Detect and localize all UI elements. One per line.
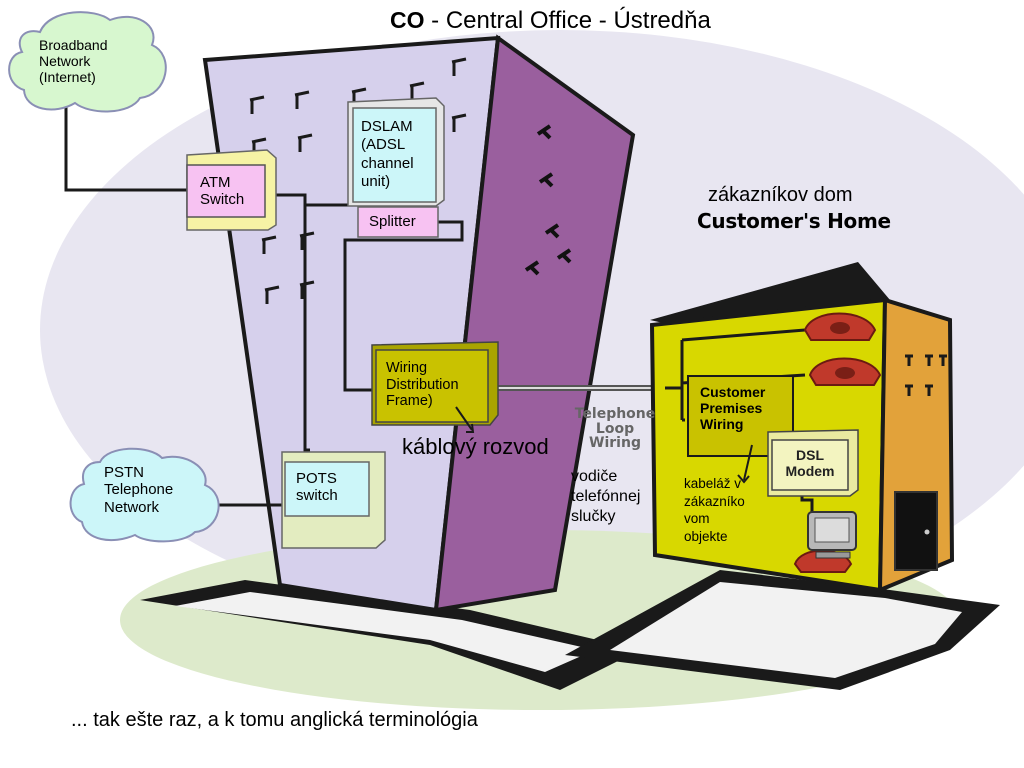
customers-home-en-label: Customer's Home bbox=[697, 209, 891, 233]
telephone-icon bbox=[808, 357, 882, 386]
conductors-line-2: telefónnej bbox=[571, 488, 641, 505]
wiring-frame-line-2: Distribution bbox=[386, 376, 459, 393]
dslam-line-2: (ADSL bbox=[361, 136, 406, 154]
modem-line-2: Modem bbox=[785, 463, 835, 480]
modem-line-1: DSL bbox=[796, 447, 824, 463]
broadband-line-3: (Internet) bbox=[39, 69, 96, 86]
pstn-line-3: Network bbox=[104, 498, 160, 516]
pstn-line-1: PSTN bbox=[104, 464, 145, 481]
broadband-line-2: Network bbox=[39, 53, 91, 70]
conductors-line-1: vodiče bbox=[571, 468, 618, 485]
dslam-label: DSLAM (ADSL channel unit) bbox=[361, 118, 414, 191]
cloud-icon bbox=[8, 11, 167, 113]
cable-arrow-head bbox=[466, 423, 475, 433]
caption: ... tak ešte raz, a k tomu anglická term… bbox=[71, 709, 478, 731]
computer-icon bbox=[807, 511, 857, 559]
pots-box bbox=[284, 461, 370, 517]
pots-line-1: POTS bbox=[296, 470, 337, 487]
wiring-frame-line-3: Frame) bbox=[386, 393, 433, 410]
cpw-arrow bbox=[743, 444, 753, 481]
atm-line-1: ATM bbox=[200, 174, 231, 191]
pots-switch-label: POTS switch bbox=[296, 470, 338, 505]
loop-line-3: Wiring bbox=[589, 435, 641, 452]
loop-line-1: Telephone bbox=[574, 406, 656, 422]
cable-distribution-label: káblový rozvod bbox=[402, 434, 549, 459]
atm-box bbox=[186, 164, 266, 218]
wiring-frame-label: Wiring Distribution Frame) bbox=[386, 360, 459, 410]
cabling-line-2: zákazníko bbox=[684, 493, 745, 509]
conductors-line-3: slučky bbox=[571, 508, 616, 525]
window-icon bbox=[905, 354, 947, 396]
cpw-label: Customer Premises Wiring bbox=[700, 384, 765, 432]
premises-cabling-label: kabeláž v zákazníko vom objekte bbox=[684, 475, 745, 545]
loop-conductors-label: vodiče telefónnej slučky bbox=[571, 467, 640, 527]
house-base-light bbox=[610, 582, 962, 678]
atm-switch-label: ATM Switch bbox=[200, 174, 244, 209]
dslam-line-4: unit) bbox=[361, 172, 391, 190]
title-co: CO bbox=[390, 7, 425, 33]
cabling-line-1: kabeláž v bbox=[684, 476, 742, 491]
cabling-line-3: vom bbox=[684, 511, 710, 527]
modem-box bbox=[771, 439, 849, 491]
customers-home-sk-label: zákazníkov dom bbox=[708, 184, 853, 206]
splitter-box bbox=[357, 206, 439, 238]
wiring-frame-line-1: Wiring bbox=[386, 360, 428, 376]
broadband-line-1: Broadband bbox=[39, 37, 108, 53]
cable-arrow bbox=[455, 406, 473, 431]
dslam-line-1: DSLAM bbox=[361, 118, 413, 135]
pstn-line-2: Telephone bbox=[104, 481, 174, 499]
dslam-line-3: channel bbox=[361, 154, 414, 172]
co-building-base-light bbox=[175, 592, 595, 672]
co-side-windows bbox=[524, 124, 572, 276]
telephone-loop-label: Telephone Loop Wiring bbox=[570, 407, 660, 451]
cpw-arrow-head bbox=[737, 474, 750, 484]
splitter-label: Splitter bbox=[369, 213, 416, 230]
cpw-line-3: Wiring bbox=[700, 416, 744, 433]
broadband-cloud-label: Broadband Network (Internet) bbox=[39, 37, 108, 85]
title-rest: - Central Office - Ústredňa bbox=[424, 7, 711, 34]
loop-line-2: Loop bbox=[595, 420, 635, 437]
dslam-box bbox=[352, 107, 437, 203]
cabling-line-4: objekte bbox=[684, 528, 728, 544]
cpw-line-1: Customer bbox=[700, 384, 766, 400]
cloud-icon bbox=[69, 447, 220, 543]
pstn-cloud-label: PSTN Telephone Network bbox=[104, 464, 173, 516]
wiring-frame-box bbox=[375, 349, 489, 423]
atm-line-2: Switch bbox=[200, 191, 245, 209]
door-knob bbox=[924, 529, 930, 535]
connection-lines bbox=[64, 100, 464, 507]
door-icon bbox=[894, 491, 938, 571]
page-title: CO - Central Office - Ústredňa bbox=[390, 7, 711, 35]
dsl-modem-label: DSL Modem bbox=[782, 447, 838, 479]
telephone-icon bbox=[803, 312, 877, 341]
pots-line-2: switch bbox=[296, 487, 338, 505]
cpw-line-2: Premises bbox=[700, 400, 763, 417]
